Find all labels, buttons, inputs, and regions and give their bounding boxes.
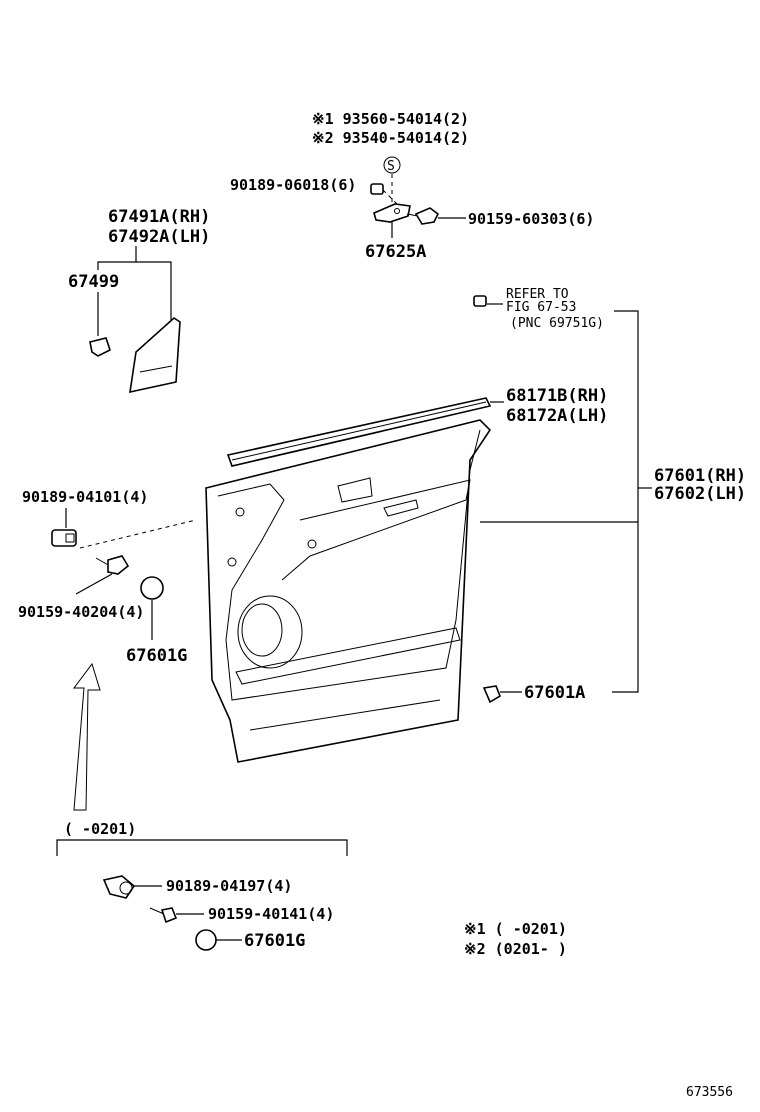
- nut-leader: [382, 189, 399, 206]
- note-star1: ※1 ( -0201): [464, 920, 567, 938]
- label-90159-40141: 90159-40141(4): [208, 905, 334, 923]
- screw-90159-40141-icon: [149, 907, 178, 924]
- clip-67499-icon: [89, 337, 111, 357]
- label-90189-04101: 90189-04101(4): [22, 488, 148, 506]
- screw-90159-40204-icon: [95, 555, 130, 575]
- range-bracket: [56, 839, 348, 856]
- s-mark-label: S: [387, 159, 395, 174]
- weatherstrip-icon: [226, 397, 492, 467]
- label-refer-line3: (PNC 69751G): [510, 316, 604, 331]
- label-68172A: 68172A(LH): [506, 406, 608, 426]
- clip-dashed-leader: [79, 519, 197, 549]
- label-67601G-upper: 67601G: [126, 646, 187, 666]
- bracket-67601: [612, 310, 639, 693]
- label-67625A: 67625A: [365, 242, 426, 262]
- note-star2: ※2 (0201- ): [464, 940, 567, 958]
- arrow-up-icon: [73, 662, 101, 811]
- clip-90189-04101-icon: [51, 529, 77, 547]
- clip-90189-04197-icon: [102, 875, 136, 899]
- screw-90159-60303-icon: [406, 207, 440, 225]
- clip-69751G-icon: [473, 295, 487, 307]
- label-67499: 67499: [68, 272, 119, 292]
- label-refer-line2: FIG 67-53: [506, 300, 576, 315]
- s-circle-icon: S: [383, 156, 401, 174]
- label-refer-line1: REFER TO: [506, 287, 569, 302]
- label-90159-60303: 90159-60303(6): [468, 210, 594, 228]
- label-67601: 67601(RH): [654, 466, 746, 486]
- label-67602: 67602(LH): [654, 484, 746, 504]
- garnish-panel-icon: [129, 316, 181, 394]
- cap-67601G-lower-icon: [195, 929, 217, 951]
- cap-67601G-upper-icon: [140, 576, 164, 600]
- label-67491A: 67491A(RH): [108, 207, 210, 227]
- garnish-leader-a: [97, 246, 137, 270]
- bracket-67625A-icon: [373, 203, 411, 223]
- label-67601G-lower: 67601G: [244, 931, 305, 951]
- label-90189-06018: 90189-06018(6): [230, 176, 356, 194]
- label-67492A: 67492A(LH): [108, 227, 210, 247]
- clip-67601A-icon: [482, 685, 501, 704]
- label-68171B: 68171B(RH): [506, 386, 608, 406]
- label-67601A: 67601A: [524, 683, 585, 703]
- label-range-0201: ( -0201): [64, 820, 136, 838]
- door-trim-panel-icon: [205, 419, 492, 763]
- nut-icon: [370, 183, 384, 195]
- label-star1-upper: ※1 93560-54014(2): [312, 110, 469, 128]
- label-90159-40204: 90159-40204(4): [18, 603, 144, 621]
- diagram-id: 673556: [686, 1085, 733, 1100]
- screw-40204-leader: [75, 573, 113, 595]
- label-star2-upper: ※2 93540-54014(2): [312, 129, 469, 147]
- label-90189-04197: 90189-04197(4): [166, 877, 292, 895]
- garnish-leader-b: [136, 261, 172, 320]
